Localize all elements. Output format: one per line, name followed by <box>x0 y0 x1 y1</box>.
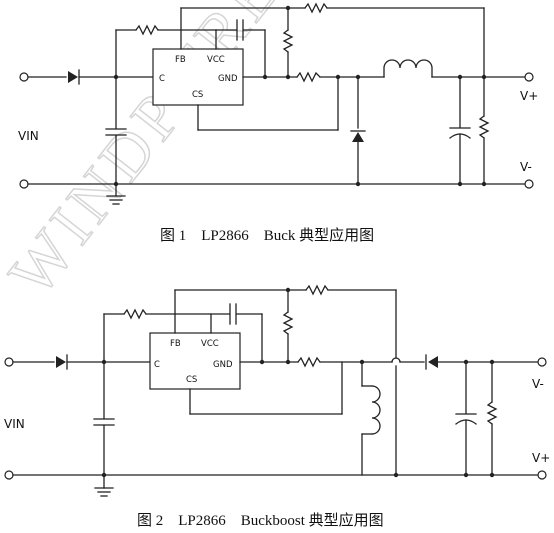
fig2-resistor-feedback-top <box>305 284 329 296</box>
fig2-input-capacitor <box>93 418 115 426</box>
fig1-vin-label: VIN <box>18 129 39 143</box>
fig2-pin-vcc: VCC <box>201 339 219 349</box>
fig1-vcc-capacitor <box>236 19 244 41</box>
fig2-vin-label: VIN <box>4 417 25 431</box>
fig2-pin-gnd: GND <box>213 360 233 370</box>
fig1-vin-negative-terminal <box>19 179 29 189</box>
watermark: WINDP FREE <box>0 0 322 309</box>
fig2-vminus-terminal <box>537 357 547 367</box>
fig1-resistor-c-fb <box>135 24 159 36</box>
fig2-resistor-feedback-vertical <box>282 311 294 335</box>
figure1-schematic: FB VCC C GND CS <box>18 2 538 244</box>
fig1-resistor-feedback-vertical <box>282 29 294 53</box>
fig2-pin-c: C <box>154 360 160 370</box>
fig2-vin-positive-terminal <box>4 357 14 367</box>
fig2-caption: 图 2 LP2866 Buckboost 典型应用图 <box>137 511 384 529</box>
fig2-resistor-c-fb <box>123 308 147 320</box>
fig2-vcc-capacitor <box>229 303 237 325</box>
fig1-vplus-label: V+ <box>520 89 538 103</box>
fig1-pin-vcc: VCC <box>207 55 225 65</box>
fig2-resistor-sense <box>297 356 321 368</box>
fig1-input-diode <box>68 69 80 85</box>
fig1-resistor-sense <box>296 71 321 83</box>
fig1-inductor <box>383 59 433 78</box>
fig2-output-diode <box>425 354 438 370</box>
fig1-freewheel-diode <box>350 130 366 142</box>
fig1-caption: 图 1 LP2866 Buck 典型应用图 <box>160 226 374 244</box>
fig1-ground-symbol <box>106 195 126 205</box>
fig2-input-diode <box>56 354 68 370</box>
fig1-pin-gnd: GND <box>218 74 238 84</box>
fig2-vminus-label: V- <box>532 377 544 391</box>
fig1-vin-positive-terminal <box>19 72 29 82</box>
fig2-controller-ic <box>149 332 241 390</box>
fig1-pin-c: C <box>159 74 165 84</box>
fig1-input-capacitor <box>105 128 127 136</box>
fig2-vplus-label: V+ <box>532 451 550 465</box>
fig2-vplus-terminal <box>537 470 547 480</box>
fig2-load-resistor <box>486 401 498 425</box>
fig2-ground-symbol <box>94 487 114 497</box>
fig1-vminus-label: V- <box>520 160 532 174</box>
fig2-vin-negative-terminal <box>4 470 14 480</box>
fig2-inductor <box>371 385 381 435</box>
fig1-pin-fb: FB <box>175 55 186 65</box>
fig1-pin-cs: CS <box>192 90 203 100</box>
fig1-load-resistor <box>478 115 490 139</box>
figure2-schematic: FB VCC C GND CS <box>4 284 550 529</box>
fig2-pin-cs: CS <box>186 375 197 385</box>
fig1-resistor-feedback-top <box>304 2 328 14</box>
fig2-pin-fb: FB <box>170 339 181 349</box>
fig1-vminus-terminal <box>524 179 534 189</box>
fig1-vplus-terminal <box>524 72 534 82</box>
